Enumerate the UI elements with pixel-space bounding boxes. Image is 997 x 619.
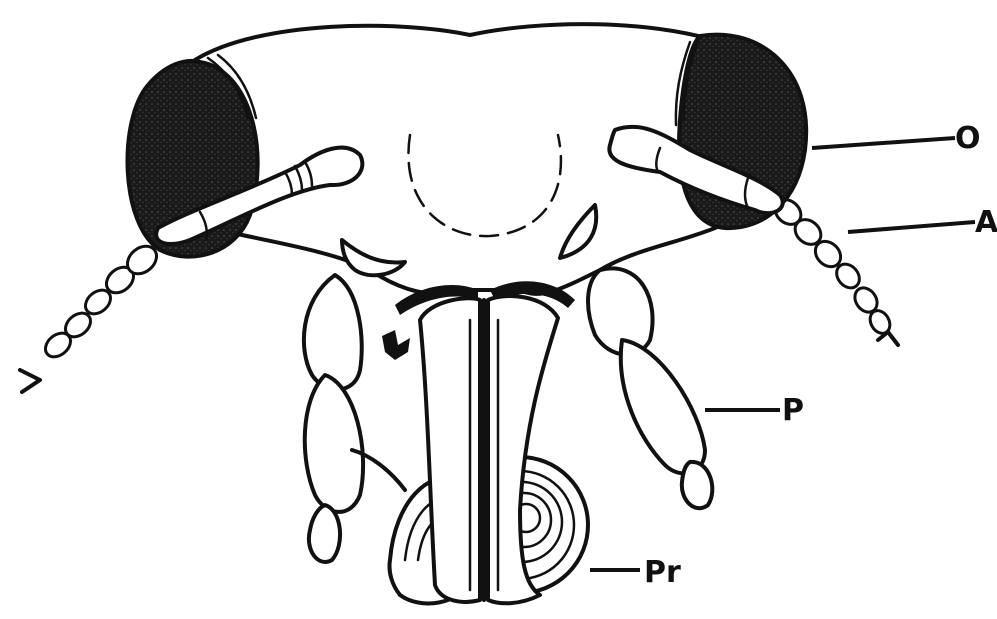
right-labial-palp [588, 268, 712, 508]
eye-leader-line [812, 138, 955, 148]
label-eye: O [955, 121, 981, 156]
antenna-leader-line [848, 222, 975, 232]
right-antenna [770, 195, 898, 345]
label-proboscis: Pr [644, 555, 681, 590]
left-antenna [20, 241, 162, 392]
label-palp: P [782, 393, 804, 428]
label-antenna: A [975, 205, 997, 240]
left-labial-palp [304, 275, 363, 562]
